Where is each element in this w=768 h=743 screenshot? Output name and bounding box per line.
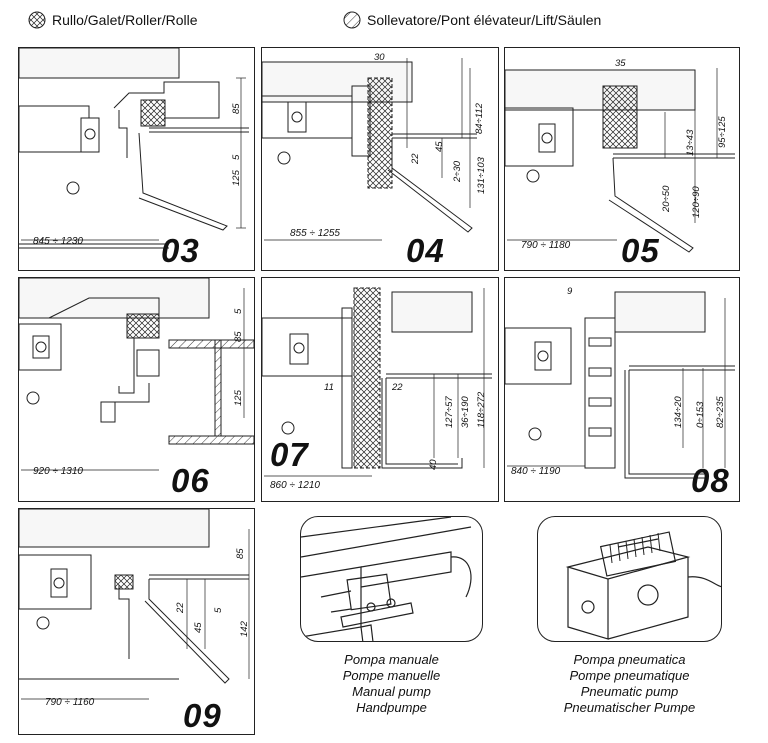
panel-number-03: 03 [161, 232, 200, 269]
panel-number-08: 08 [691, 462, 730, 499]
dim-07-a: 11 [324, 382, 334, 393]
dim-03-a: 85 [231, 103, 242, 114]
dim-08-a: 9 [567, 286, 573, 297]
diagram-03 [19, 48, 249, 249]
range-09: 790 ÷ 1160 [45, 697, 95, 708]
dim-04-d: 45 [434, 141, 445, 152]
diagram-06 [19, 278, 254, 471]
range-03: 845 ÷ 1230 [33, 236, 83, 247]
panel-07: 11 22 127÷57 36÷190 118÷272 40 07 860 ÷ … [261, 277, 499, 502]
manual-pump-image [300, 516, 483, 642]
pneumatic-pump-de: Pneumatischer Pumpe [563, 700, 696, 715]
pneumatic-pump-image [537, 516, 722, 642]
dim-07-f: 40 [428, 459, 439, 470]
range-06: 920 ÷ 1310 [33, 466, 83, 477]
lift-hatch-icon [343, 11, 361, 29]
dim-05-e: 120÷90 [691, 186, 702, 218]
dim-05-d: 20÷50 [661, 185, 672, 212]
dim-09-e: 142 [239, 621, 250, 637]
range-04: 855 ÷ 1255 [290, 228, 340, 239]
range-07: 860 ÷ 1210 [270, 480, 320, 491]
panel-04: 30 84÷112 22 45 2÷30 131÷103 855 ÷ 1255 … [261, 47, 499, 271]
dim-09-a: 85 [235, 548, 246, 559]
pneumatic-pump-fr: Pompe pneumatique [569, 668, 690, 683]
legend-lift-label: Sollevatore/Pont élévateur/Lift/Säulen [367, 12, 602, 28]
legend-roller-label: Rullo/Galet/Roller/Rolle [52, 12, 198, 28]
dim-07-d: 36÷190 [460, 396, 471, 428]
legend-lift: Sollevatore/Pont élévateur/Lift/Säulen [343, 8, 601, 32]
dim-04-c: 22 [410, 153, 421, 164]
pneumatic-pump-it: Pompa pneumatica [573, 652, 686, 667]
dim-04-f: 131÷103 [476, 157, 487, 194]
manual-pump-fr: Pompe manuelle [342, 668, 441, 683]
dim-04-e: 2÷30 [452, 160, 463, 182]
dim-03-c: 125 [231, 170, 242, 186]
dim-06-b: 85 [233, 331, 244, 342]
diagram-04 [262, 58, 477, 241]
dim-08-b: 134÷20 [673, 396, 684, 428]
dim-05-b: 95÷125 [717, 116, 728, 148]
panel-number-07: 07 [270, 436, 309, 473]
legend-roller: Rullo/Galet/Roller/Rolle [28, 8, 198, 32]
dim-08-d: 82÷235 [715, 396, 726, 428]
dim-04-b: 84÷112 [474, 103, 485, 134]
manual-pump-en: Manual pump [352, 684, 431, 699]
manual-pump-it: Pompa manuale [344, 652, 439, 667]
dim-04-a: 30 [374, 52, 385, 63]
panel-number-09: 09 [183, 697, 222, 734]
roller-hatch-icon [28, 11, 46, 29]
panel-number-06: 06 [171, 462, 210, 499]
pneumatic-pump-en: Pneumatic pump [580, 684, 679, 699]
diagram-05 [505, 68, 735, 253]
range-08: 840 ÷ 1190 [511, 466, 561, 477]
dim-07-c: 127÷57 [444, 396, 455, 428]
manual-pump-de: Handpumpe [356, 700, 427, 715]
panel-08: 9 134÷20 0÷153 82÷235 840 ÷ 1190 08 [504, 277, 740, 502]
diagram-09 [19, 509, 250, 700]
panel-05: 35 95÷125 13÷43 20÷50 120÷90 790 ÷ 1180 … [504, 47, 740, 271]
manual-pump-caption: Pompa manuale Pompe manuelle Manual pump… [300, 652, 483, 716]
dim-08-c: 0÷153 [695, 401, 706, 428]
panel-09: 85 22 5 45 142 790 ÷ 1160 09 [18, 508, 255, 735]
panel-06: 5 85 125 920 ÷ 1310 06 [18, 277, 255, 502]
panel-number-05: 05 [621, 232, 660, 269]
dim-07-b: 22 [392, 382, 403, 393]
dim-05-a: 35 [615, 58, 626, 69]
dim-03-b: 5 [231, 154, 242, 160]
dim-07-e: 118÷272 [476, 391, 487, 428]
manual-pump-drawing [301, 517, 472, 641]
pneumatic-pump-drawing [565, 531, 721, 640]
dim-06-c: 125 [233, 390, 244, 406]
diagram-07 [262, 287, 492, 477]
range-05: 790 ÷ 1180 [521, 240, 571, 251]
dim-09-d: 45 [193, 622, 204, 633]
dim-06-a: 5 [233, 308, 244, 314]
pneumatic-pump-caption: Pompa pneumatica Pompe pneumatique Pneum… [537, 652, 722, 716]
panel-03: 85 5 125 845 ÷ 1230 03 [18, 47, 255, 271]
dim-09-b: 22 [175, 602, 186, 613]
dim-09-c: 5 [213, 607, 224, 613]
panel-number-04: 04 [406, 232, 445, 269]
dim-05-c: 13÷43 [685, 129, 696, 156]
diagram-08 [505, 291, 735, 479]
